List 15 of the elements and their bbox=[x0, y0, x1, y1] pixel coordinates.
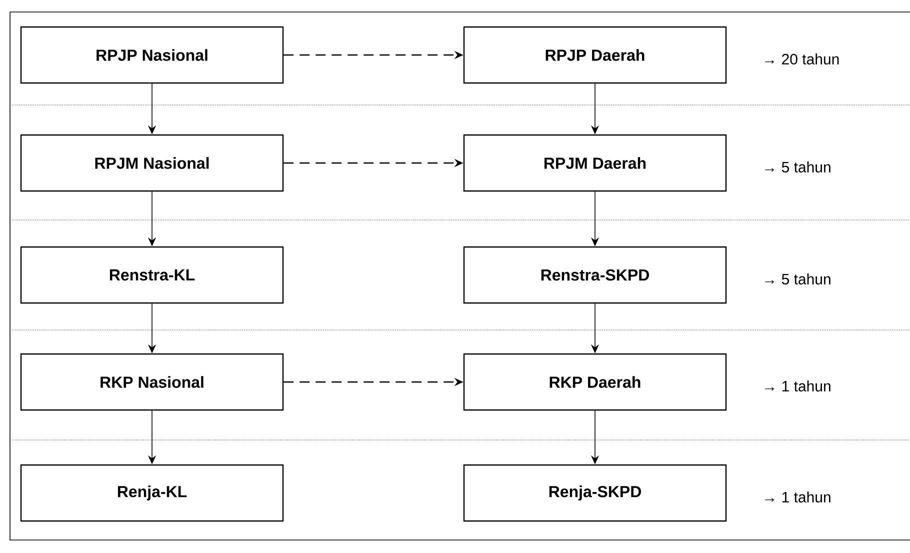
process-box: Renstra-KL bbox=[20, 246, 284, 304]
process-box: RPJP Nasional bbox=[20, 26, 284, 84]
duration-label: → 5 tahun bbox=[765, 273, 830, 284]
process-box: Renja-KL bbox=[20, 464, 284, 522]
process-box: RKP Daerah bbox=[463, 353, 727, 411]
duration-label: → 5 tahun bbox=[765, 162, 830, 172]
process-box: Renstra-SKPD bbox=[463, 246, 727, 304]
process-box: RPJP Daerah bbox=[463, 26, 727, 84]
process-box: RPJM Nasional bbox=[20, 134, 284, 192]
duration-label: → 1 tahun bbox=[765, 380, 830, 392]
duration-label: → 20 tahun bbox=[765, 54, 839, 64]
process-box: RKP Nasional bbox=[20, 353, 284, 411]
process-box: RPJM Daerah bbox=[463, 134, 727, 192]
duration-label: → 1 tahun bbox=[765, 491, 830, 502]
process-box: Renja-SKPD bbox=[463, 464, 727, 522]
